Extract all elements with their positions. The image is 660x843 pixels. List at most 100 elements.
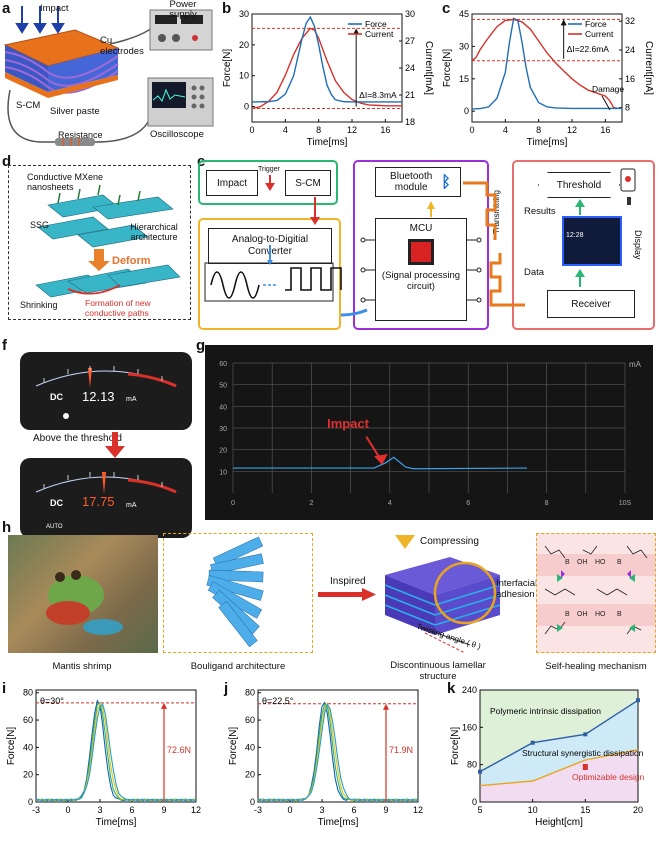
trigger-label: Trigger [258,166,280,173]
panel-label-g: g [196,337,206,354]
y-tick-label: 10 [219,469,227,476]
upper-marker [583,732,588,737]
x-tick-label: -3 [32,805,40,815]
y2-tick-label: 30 [405,9,415,19]
deform-label: Deform [112,255,151,267]
lamellar-structure [384,535,501,654]
svg-text:B: B [617,611,622,618]
svg-text:B: B [565,611,570,618]
damage-arrow [601,95,611,111]
x-tick-label: 9 [383,805,388,815]
y2-tick-label: 24 [625,45,635,55]
panel-label-d: d [2,153,12,170]
bouligand-stack [206,536,264,648]
series-force [251,15,402,103]
svg-text:B: B [617,559,622,566]
impact-arrow [365,436,381,459]
threshold-box: Threshold [538,172,620,198]
impact-group [198,160,338,205]
x-tick-label: 10S [619,500,632,507]
meter-value-1: 12.13 [82,389,115,404]
panel-d-illustration [35,184,181,298]
y2-tick-label: 32 [625,16,635,26]
y-tick-label: 160 [462,722,477,732]
svg-text:B: B [565,559,570,566]
y-tick-label: 40 [245,742,255,752]
silver-paste-label: Silver paste [50,106,100,117]
y-tick-label: 45 [459,9,469,19]
optimal-marker [582,764,588,770]
x-tick-label: 0 [469,125,474,135]
x-tick-label: 0 [231,500,235,507]
bouligand-label: Bouligand architecture [190,661,286,672]
self-healing-label: Self-healing mechanism [545,661,647,672]
y-tick-label: 0 [472,797,477,807]
discontinuous-label: Discontinuous lamellar structure [390,660,486,682]
receiver-box: Receiver [547,290,635,318]
resistance-label: Resistance [58,130,103,140]
y2-tick-label: 18 [405,117,415,127]
delta-arrowhead [560,19,567,26]
scm-label: S-CM [16,100,41,111]
x-tick-label: 12 [567,125,577,135]
x-tick-label: 8 [536,125,541,135]
panel-label-f: f [2,337,7,354]
x-tick-label: 5 [477,805,482,815]
series-force [471,17,622,110]
label-polymeric: Polymeric intrinsic dissipation [490,706,601,716]
y-tick-label: 0 [464,106,469,116]
x-tick-label: 10 [528,805,538,815]
damage-annotation: Damage [592,84,624,94]
x-tick-label: -3 [254,805,262,815]
display-screen [562,216,622,266]
bottom-electrode [5,72,118,98]
delta-annotation: ΔI=22.6mA [567,44,610,54]
panel-label-i: i [2,680,7,697]
display-group [512,160,655,330]
inspired-label: Inspired [330,576,366,587]
y-tick-label: 20 [245,770,255,780]
y2-tick-label: 16 [625,74,635,84]
x-tick-label: 12 [347,125,357,135]
scm-side-right [48,48,118,92]
plot-frame [257,689,419,803]
y-tick-label: 80 [245,688,255,698]
x-tick-label: 6 [129,805,134,815]
series-trial-4 [35,702,197,802]
legend-current: Current [585,29,614,39]
y-tick-label: 30 [459,41,469,51]
auto-label: AUTO [46,524,63,530]
x-tick-label: 0 [65,805,70,815]
y2-tick-label: 27 [405,36,415,46]
y2-tick-label: 24 [405,63,415,73]
x-tick-label: 0 [249,125,254,135]
y-axis-label: Force[N] [228,727,239,766]
y2-tick-label: 8 [625,103,630,113]
upper-marker [478,769,482,774]
y2-axis-label: Current[mA] [423,41,434,95]
panel-label-h: h [2,519,12,536]
legend-current: Current [365,29,394,39]
oscilloscope-label: Oscilloscope [150,129,204,140]
y-tick-label: 20 [23,770,33,780]
impact-arrows [15,6,65,34]
x-tick-label: 12 [413,805,423,815]
bluetooth-label: Bluetooth module [390,171,433,193]
y-tick-label: 80 [23,688,33,698]
x-tick-label: 0 [287,805,292,815]
x-axis-label: Time[ms] [527,137,568,148]
chip-icon [408,239,434,265]
multimeter-phone-1: DC 12.13 mA [20,352,192,430]
y-tick-label: 240 [462,685,477,695]
meter-value-2: 17.75 [82,494,115,509]
x-tick-label: 15 [580,805,590,815]
mxene-label: Conductive MXene nanosheets [27,172,104,192]
y-tick-label: 40 [219,404,227,411]
impact-annotation: Impact [327,416,370,431]
y-tick-label: 0 [28,797,33,807]
cu-electrodes-label: Cu electrodes [100,35,144,57]
y-tick-label: 10 [239,71,249,81]
